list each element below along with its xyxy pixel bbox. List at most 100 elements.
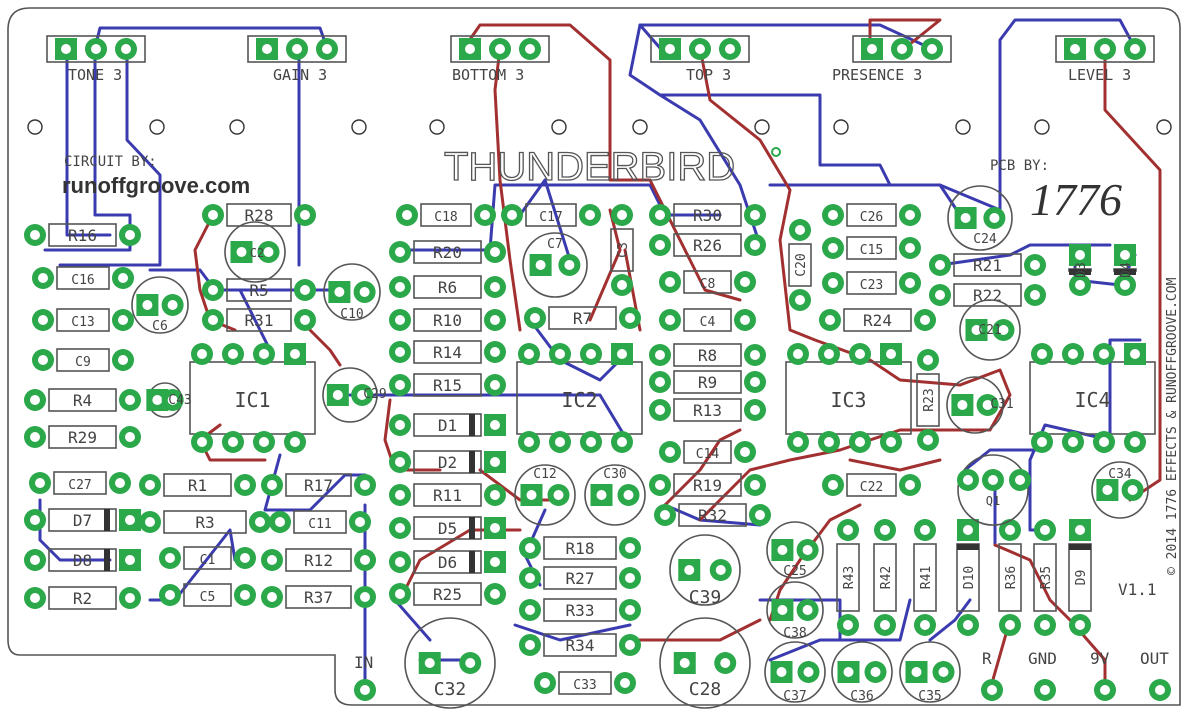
svg-text:R33: R33 [566,601,595,620]
svg-text:R3: R3 [195,513,214,532]
svg-text:R43: R43 [842,566,857,589]
svg-text:C7: C7 [547,237,563,252]
svg-text:D9: D9 [1074,570,1089,586]
part-r8: R8 [649,343,766,367]
part-r31: R31 [202,308,316,332]
svg-text:IC1: IC1 [234,388,270,412]
part-r20: R20 [389,240,506,264]
part-r30: R30 [649,203,766,227]
part-c20: C20 [788,219,812,311]
part-r6: R6 [389,275,506,299]
svg-text:D4: D4 [1119,262,1134,278]
part-c26: C26 [822,203,921,227]
svg-text:C5: C5 [200,590,216,605]
svg-text:D8: D8 [73,551,92,570]
pot-headers: TONE 3 GAIN 3 BOTTOM 3 TOP 3 [46,35,1155,84]
part-c9: C9 [32,348,134,372]
part-r28: R28 [202,203,316,227]
part-r11: R11 [389,483,506,507]
svg-text:C3: C3 [616,242,631,258]
part-c33: C33 [534,671,636,695]
part-c1: C1 [159,546,256,570]
chip-ic1: IC1 [189,343,316,453]
svg-text:IC3: IC3 [830,388,866,412]
connector-label-out: OUT [1140,649,1169,668]
part-c12: C12 [514,464,576,526]
svg-text:C10: C10 [340,307,363,322]
svg-text:R2: R2 [73,589,92,608]
part-c15: C15 [822,236,921,260]
part-c24: C24 [947,185,1013,251]
svg-text:R10: R10 [433,311,462,330]
svg-text:R41: R41 [919,566,934,589]
svg-text:D2: D2 [438,453,457,472]
part-r2: R2 [24,586,141,610]
connector-label-9v: 9V [1090,649,1110,668]
part-c2: C2 [224,221,286,283]
part-r25: R25 [389,582,506,606]
svg-text:R1: R1 [188,476,207,495]
part-r9: R9 [649,370,766,394]
svg-text:R9: R9 [698,373,717,392]
part-c28: C28 [659,617,751,709]
svg-text:C1: C1 [200,553,216,568]
pot-label-presence: PRESENCE 3 [832,66,922,84]
svg-text:R37: R37 [304,588,333,607]
svg-text:C17: C17 [539,210,562,225]
svg-text:R29: R29 [68,428,97,447]
part-r15: R15 [389,373,506,397]
svg-text:C14: C14 [696,447,720,462]
part-c34: C34 [1091,461,1149,519]
svg-text:R35: R35 [1039,566,1054,589]
connector-label-in: IN [354,653,373,672]
part-r36: R36 [998,519,1022,636]
connector-pad-2 [1034,679,1056,701]
part-c37: C37 [764,641,826,704]
part-c35: C35 [899,641,961,704]
svg-text:C21: C21 [978,323,1001,338]
part-c25: C25 [766,521,824,579]
svg-text:C33: C33 [573,678,596,693]
part-q1: Q1 [957,454,1031,526]
svg-text:C24: C24 [973,232,997,247]
svg-text:C27: C27 [68,478,91,493]
svg-text:R5: R5 [249,281,268,300]
svg-text:D5: D5 [438,519,457,538]
svg-text:C23: C23 [860,278,883,293]
svg-text:C6: C6 [152,319,168,334]
svg-text:R19: R19 [693,476,722,495]
part-r24: R24 [819,308,936,332]
pot-level: LEVEL 3 [1055,35,1155,84]
svg-text:C16: C16 [71,273,94,288]
svg-text:C11: C11 [308,517,331,532]
part-r13: R13 [649,398,766,422]
pot-top: TOP 3 [650,35,750,84]
connector-pad-1 [981,679,1003,701]
svg-text:R14: R14 [433,343,462,362]
svg-text:D1: D1 [438,416,457,435]
pot-label-bottom: BOTTOM 3 [452,66,524,84]
svg-text:R36: R36 [1004,566,1019,589]
part-d8: D8 [24,548,141,572]
part-r27: R27 [519,566,641,590]
chip-ic2: IC2 [516,343,643,453]
svg-text:R28: R28 [245,206,274,225]
pot-label-top: TOP 3 [686,66,731,84]
part-r32: R32 [654,503,771,527]
part-c22: C22 [822,473,921,497]
part-d9: D9 [1068,519,1092,636]
svg-text:R23: R23 [922,388,937,411]
copyright-text: © 2014 1776 EFFECTS & RUNOFFGROOVE.COM [1165,277,1180,575]
pcb-by: 1776 [1030,174,1122,225]
svg-text:D3: D3 [1074,262,1089,278]
svg-text:C31: C31 [990,397,1013,412]
svg-text:R42: R42 [879,566,894,589]
part-r19: R19 [649,473,766,497]
svg-text:R26: R26 [693,236,722,255]
svg-text:C29: C29 [363,387,386,402]
part-c38: C38 [766,581,824,641]
part-c14: C14 [659,440,756,464]
svg-text:R30: R30 [693,206,722,225]
part-c23: C23 [822,271,921,295]
pot-gain: GAIN 3 [247,35,347,84]
